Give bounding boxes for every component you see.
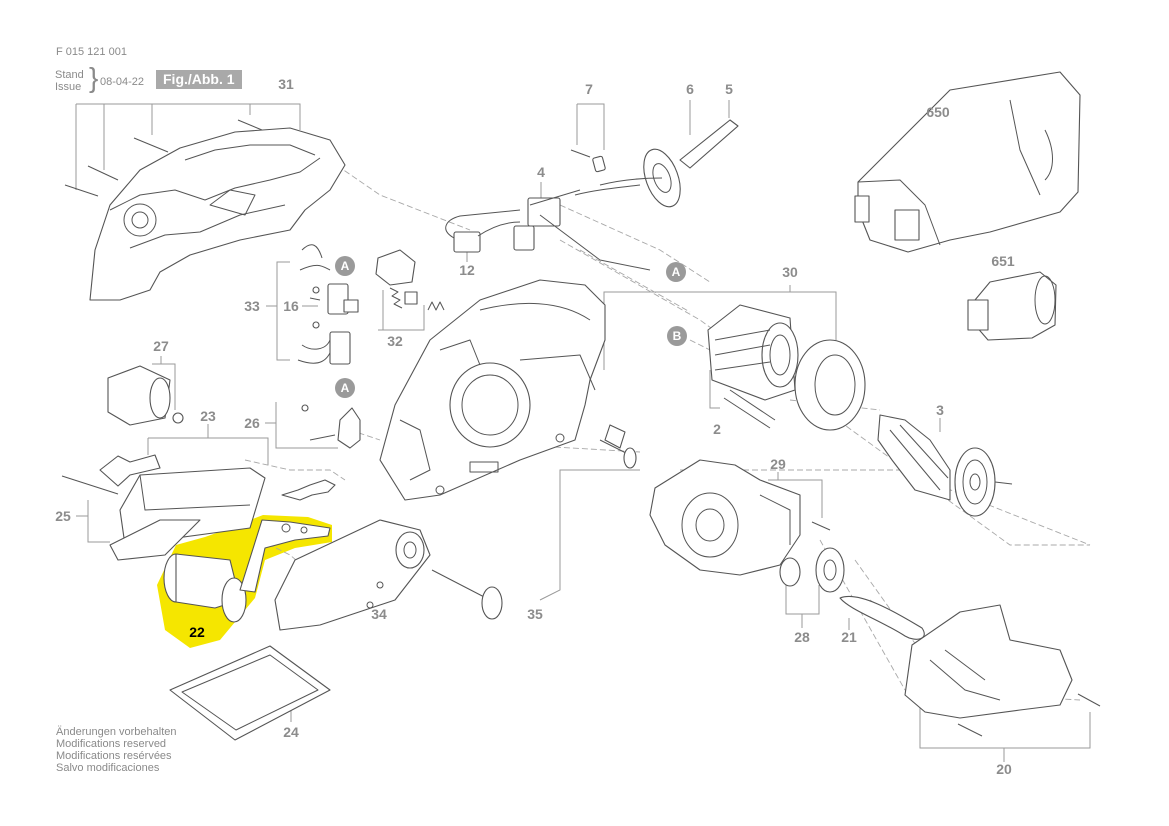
label-29: 29 [770, 456, 786, 472]
callout-a-3: A [666, 262, 686, 282]
part-32-switch-button [375, 249, 445, 311]
label-33: 33 [244, 298, 260, 314]
part-7-screw-clip [570, 149, 606, 173]
part-16-brush-holders [297, 244, 359, 365]
label-35: 35 [527, 606, 543, 622]
callout-a-2: A [335, 378, 355, 398]
part-29-gear-housing [649, 459, 831, 576]
part-27-sleeve [107, 365, 184, 426]
part-23-lever [99, 454, 336, 501]
label-26: 26 [244, 415, 260, 431]
part-labels: 31 7 6 5 650 4 12 30 651 33 16 32 27 23 … [55, 76, 1015, 777]
stand-issue-labels: Stand Issue [55, 69, 84, 93]
part-651-adapter [967, 271, 1057, 341]
part-31-housing-half [64, 119, 346, 301]
motor-housing [379, 279, 606, 501]
part-25-tension-block [61, 467, 266, 561]
issue-label: Issue [55, 81, 82, 93]
label-34: 34 [371, 606, 387, 622]
part-5-cable [574, 119, 739, 196]
part-22-rear-roller [163, 519, 331, 623]
label-651: 651 [991, 253, 1015, 269]
figure-label: Fig./Abb. 1 [156, 70, 242, 89]
part-35-drive-shaft [431, 424, 637, 620]
part-650-case [854, 71, 1081, 253]
document-number: F 015 121 001 [56, 46, 127, 58]
part-20-cover [904, 604, 1101, 737]
label-25: 25 [55, 508, 71, 524]
brace-glyph: } [89, 62, 99, 93]
label-24: 24 [283, 724, 299, 740]
label-16: 16 [283, 298, 299, 314]
label-5: 5 [725, 81, 733, 97]
note-line-es: Salvo modificaciones [56, 762, 160, 774]
label-6: 6 [686, 81, 694, 97]
svg-text:B: B [673, 329, 682, 343]
label-650: 650 [926, 104, 950, 120]
modifications-note: Änderungen vorbehalten Modifications res… [56, 726, 176, 774]
label-22: 22 [189, 624, 205, 640]
note-line-fr: Modifications resérvées [56, 750, 172, 762]
label-12: 12 [459, 262, 475, 278]
part-26-brake-lever [301, 404, 361, 449]
label-30: 30 [782, 264, 798, 280]
label-7: 7 [585, 81, 593, 97]
stand-label: Stand [55, 69, 84, 81]
part-4-switch [513, 189, 651, 271]
part-28-gears [779, 547, 845, 593]
label-27: 27 [153, 338, 169, 354]
svg-text:A: A [341, 381, 350, 395]
part-2-screws [723, 389, 776, 429]
label-2: 2 [713, 421, 721, 437]
note-line-de: Änderungen vorbehalten [56, 726, 177, 738]
part-3-armature [877, 414, 1013, 517]
note-line-en: Modifications reserved [56, 738, 167, 750]
label-23: 23 [200, 408, 216, 424]
part-24-base-plate [169, 645, 331, 741]
label-31: 31 [278, 76, 294, 92]
part-34-belt-frame [274, 519, 431, 631]
callout-a-1: A [335, 256, 355, 276]
callout-b: B [667, 326, 687, 346]
issue-date: 08-04-22 [100, 76, 145, 88]
label-32: 32 [387, 333, 403, 349]
svg-text:A: A [341, 259, 350, 273]
part-30-field-coil [707, 304, 866, 431]
label-3: 3 [936, 402, 944, 418]
part-12-suppressor [445, 209, 521, 253]
label-20: 20 [996, 761, 1012, 777]
svg-text:A: A [672, 265, 681, 279]
label-4: 4 [537, 164, 545, 180]
label-28: 28 [794, 629, 810, 645]
label-21: 21 [841, 629, 857, 645]
